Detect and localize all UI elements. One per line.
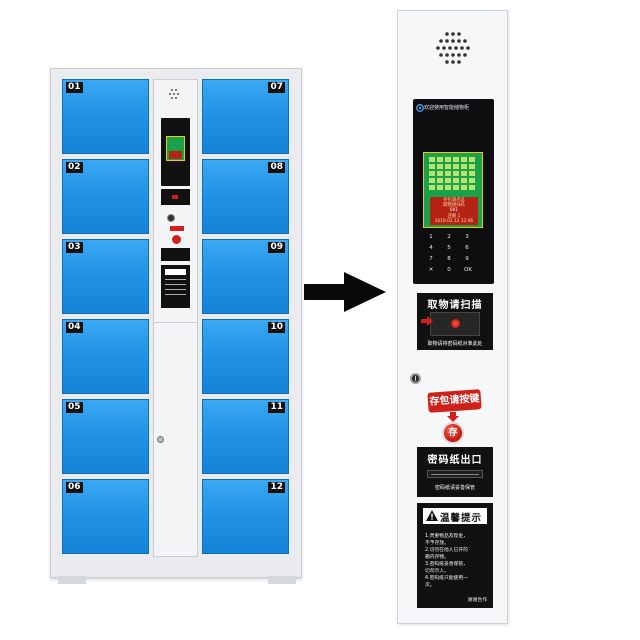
door-number: 08 — [268, 162, 285, 173]
speaker-grille-icon — [169, 89, 179, 99]
key-9[interactable]: 9 — [465, 256, 469, 262]
scan-arrow-icon — [421, 316, 433, 326]
notice-title: 温馨提示 — [440, 513, 483, 524]
mini-key-lock-icon — [167, 214, 175, 222]
brand-logo-icon — [416, 104, 424, 112]
key-3[interactable]: 3 — [465, 234, 469, 240]
notice-line: 1.贵重物品及现金， — [425, 534, 468, 539]
door-number: 07 — [268, 82, 285, 93]
screen-info-panel: 存包请点这 取物请扫码 001 还剩 1 2019.02.12 12:46 — [430, 197, 478, 225]
door-number: 02 — [66, 162, 83, 173]
mini-screen — [166, 136, 185, 161]
notice-thanks: 谢谢合作 — [467, 598, 487, 603]
key-0[interactable]: 0 — [447, 267, 451, 273]
door-number: 03 — [66, 242, 83, 253]
screen-info-line: 2019.02.12 12:46 — [434, 219, 474, 225]
notice-line: 3.密码纸妥善保管， — [425, 562, 468, 567]
column-divider — [154, 322, 197, 323]
screen-info-line: 存包请点这 — [443, 197, 465, 203]
notice-line: 次。 — [425, 583, 435, 588]
door-number: 01 — [66, 82, 83, 93]
ticket-slot — [427, 470, 483, 478]
locker-door-05[interactable]: 05 — [62, 399, 149, 474]
screen-info-line: 还剩 1 — [447, 213, 461, 219]
locker-door-03[interactable]: 03 — [62, 239, 149, 314]
screen-info-line: 001 — [449, 208, 459, 214]
key-ok[interactable]: OK — [464, 267, 472, 273]
key-2[interactable]: 2 — [447, 234, 451, 240]
deposit-button[interactable]: 存 — [442, 422, 464, 444]
cabinet-foot-right — [268, 576, 296, 584]
key-7[interactable]: 7 — [429, 256, 433, 262]
key-6[interactable]: 6 — [465, 245, 469, 251]
scan-sign: 取物请扫描 取物请将密码纸对准此处 — [417, 293, 493, 350]
locker-door-04[interactable]: 04 — [62, 319, 149, 394]
key-5[interactable]: 5 — [447, 245, 451, 251]
mini-notice-sign — [161, 265, 190, 308]
notice-line: 切勿示人。 — [425, 569, 449, 574]
cabinet-foot-left — [58, 576, 86, 584]
scan-sign-title: 取物请扫描 — [427, 300, 483, 311]
key-cancel[interactable]: ✕ — [428, 267, 434, 273]
scan-window[interactable] — [430, 312, 480, 336]
speaker-grille-icon — [436, 32, 470, 64]
keypad: 1 2 3 4 5 6 7 8 9 ✕ 0 OK — [426, 234, 486, 280]
door-number: 11 — [268, 402, 285, 413]
locker-door-11[interactable]: 11 — [202, 399, 289, 474]
notice-line: 箱内存物。 — [425, 555, 449, 560]
mini-deposit-button[interactable] — [172, 235, 181, 244]
cabinet-lock-icon — [157, 436, 164, 443]
locker-door-12[interactable]: 12 — [202, 479, 289, 554]
mini-scan-sign — [161, 189, 190, 205]
locker-door-01[interactable]: 01 — [62, 79, 149, 154]
ticket-sign-title: 密码纸出口 — [427, 455, 483, 466]
ticket-exit-sign: 密码纸出口 密码纸请妥善保管 — [417, 447, 493, 497]
down-arrow-icon — [447, 412, 459, 422]
ticket-sign-sub: 密码纸请妥善保管 — [434, 485, 475, 491]
key-4[interactable]: 4 — [429, 245, 433, 251]
key-lock-icon[interactable] — [410, 373, 421, 384]
key-8[interactable]: 8 — [447, 256, 451, 262]
notice-line: 4.密码纸只能使用一 — [425, 576, 468, 581]
locker-door-06[interactable]: 06 — [62, 479, 149, 554]
mini-deposit-sign — [170, 226, 184, 231]
screen-title: 欢迎使用智能储物柜 — [424, 105, 470, 111]
locker-door-08[interactable]: 08 — [202, 159, 289, 234]
screen-info-line: 取物请扫码 — [443, 202, 465, 208]
notice-header: 温馨提示 — [423, 508, 487, 524]
right-arrow-icon — [304, 284, 346, 300]
door-number: 09 — [268, 242, 285, 253]
locker-door-07[interactable]: 07 — [202, 79, 289, 154]
door-number: 12 — [268, 482, 285, 493]
notice-text: 1.贵重物品及现金， 不予存放。 2.切勿在他人已开的 箱内存物。 3.密码纸妥… — [425, 533, 468, 589]
mini-ticket-sign — [161, 248, 190, 261]
locker-door-02[interactable]: 02 — [62, 159, 149, 234]
door-number: 04 — [66, 322, 83, 333]
scan-sign-sub: 取物请将密码纸对准此处 — [427, 341, 483, 347]
right-arrow-head — [344, 272, 386, 312]
key-1[interactable]: 1 — [429, 234, 433, 240]
door-number: 05 — [66, 402, 83, 413]
notice-line: 2.切勿在他人已开的 — [425, 548, 468, 553]
warning-icon — [426, 510, 438, 521]
notice-line: 不予存放。 — [425, 541, 449, 546]
door-number: 06 — [66, 482, 83, 493]
door-number: 10 — [268, 322, 285, 333]
touchscreen-display[interactable]: 存包请点这 取物请扫码 001 还剩 1 2019.02.12 12:46 — [423, 152, 483, 228]
locker-door-10[interactable]: 10 — [202, 319, 289, 394]
deposit-sign: 存包请按键 — [427, 389, 482, 413]
locker-door-09[interactable]: 09 — [202, 239, 289, 314]
notice-sign: 温馨提示 1.贵重物品及现金， 不予存放。 2.切勿在他人已开的 箱内存物。 3… — [417, 503, 493, 608]
